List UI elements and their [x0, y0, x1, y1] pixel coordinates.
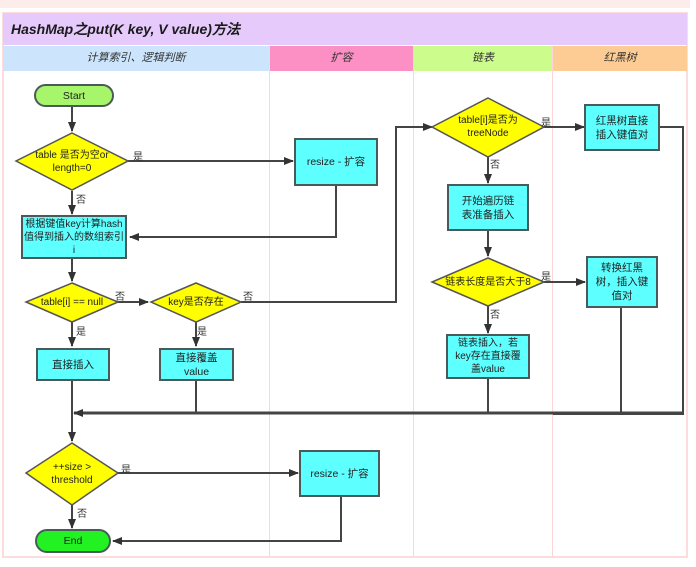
edge-resize-calc — [129, 186, 337, 241]
edge-label-yes: 是 — [197, 327, 207, 338]
decision-list-len-text: 链表长度是否大于8 — [445, 276, 531, 288]
lane-divider — [269, 71, 270, 557]
decision-size-threshold-text: ++size > threshold — [51, 462, 93, 486]
lane-header-linked-list: 链表 — [414, 46, 553, 71]
edge-label-no: 否 — [490, 160, 500, 171]
process-convert-rb: 转换红黑树，插入键值对 — [586, 256, 658, 308]
end-node: End — [35, 529, 111, 553]
process-traverse-list: 开始遍历链表准备插入 — [447, 184, 529, 231]
process-resize-1: resize - 扩容 — [294, 138, 378, 186]
lane-header-index-logic: 计算索引、逻辑判断 — [3, 46, 270, 71]
edge-label-yes: 是 — [541, 272, 551, 283]
edge-key-no-treenode — [241, 123, 433, 303]
decision-check-table-text: table 是否为空or length=0 — [35, 150, 109, 174]
decision-table-null-text: table[i] == null — [40, 296, 104, 308]
edge-label-yes: 是 — [541, 118, 551, 129]
decision-size-threshold — [24, 442, 120, 506]
process-calc-index: 根据键值key计算hash值得到插入的数组索引i — [21, 215, 127, 259]
edge-label-yes: 是 — [121, 465, 131, 476]
decision-treenode — [430, 97, 546, 158]
edge-label-no: 否 — [115, 292, 125, 303]
edge-label-no: 否 — [76, 195, 86, 206]
decision-table-null — [24, 282, 120, 323]
decision-list-len — [430, 257, 546, 307]
start-node: Start — [34, 84, 114, 107]
edge-label-no: 否 — [77, 509, 87, 520]
edge-label-no: 否 — [490, 310, 500, 321]
lane-header-red-black-tree: 红黑树 — [553, 46, 687, 71]
decision-treenode-text: table[i]是否为treeNode — [458, 115, 518, 139]
process-insert-direct: 直接插入 — [36, 348, 110, 381]
lane-divider — [413, 71, 414, 557]
edge-resize-end — [112, 496, 342, 545]
decision-key-exists — [149, 282, 243, 323]
lane-divider — [552, 71, 553, 557]
process-list-insert: 链表插入，若key存在直接覆盖value — [446, 334, 530, 379]
process-resize-2: resize - 扩容 — [299, 450, 380, 497]
process-rb-insert: 红黑树直接插入键值对 — [584, 104, 660, 151]
decision-key-exists-text: key是否存在 — [168, 296, 224, 308]
decision-check-table — [14, 132, 130, 191]
edge-label-yes: 是 — [76, 327, 86, 338]
edge-label-no: 否 — [243, 292, 253, 303]
top-band — [0, 0, 690, 8]
lane-header-resize: 扩容 — [270, 46, 414, 71]
edge-label-yes: 是 — [133, 152, 143, 163]
process-overwrite-value: 直接覆盖value — [159, 348, 234, 381]
diagram-title: HashMap之put(K key, V value)方法 — [3, 13, 687, 45]
